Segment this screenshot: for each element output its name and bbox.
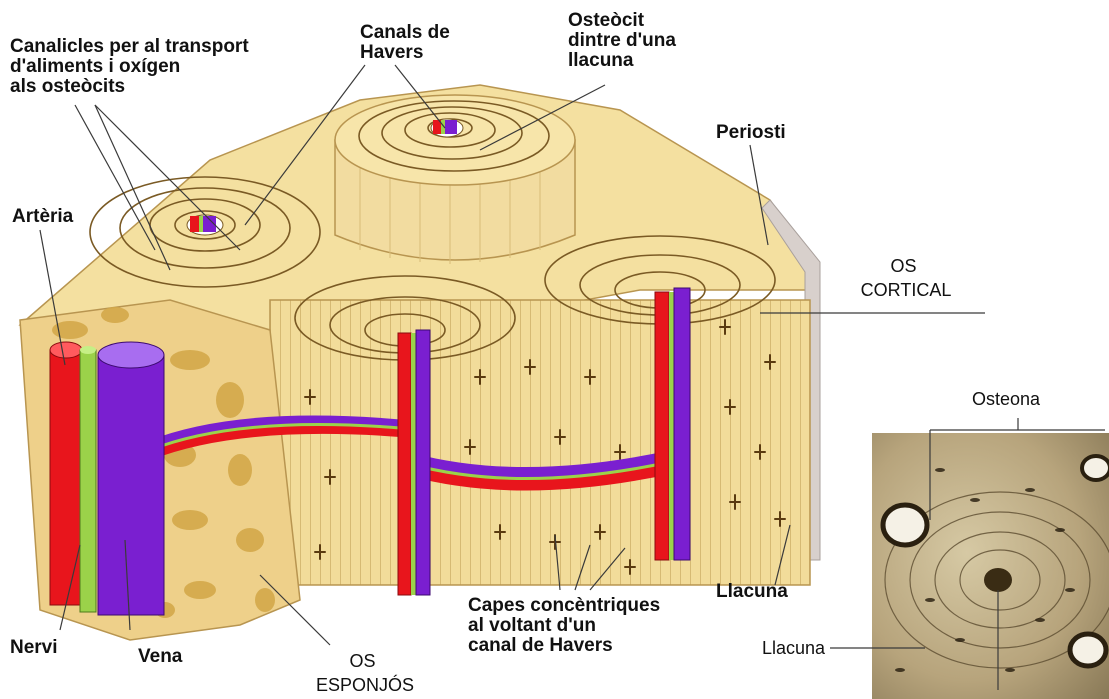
havers-canal-left	[187, 215, 223, 235]
label-vena: Vena	[138, 646, 183, 667]
vein-main	[98, 355, 164, 615]
label-canalicles: Canalicles per al transport d'aliments i…	[10, 36, 254, 97]
label-os-cortical: OS CORTICAL	[861, 256, 952, 300]
label-canals-havers: Canals de Havers	[360, 22, 455, 63]
label-llacuna-right: Llacuna	[716, 581, 788, 602]
label-periosti: Periosti	[716, 122, 786, 143]
nerve-main	[80, 350, 96, 612]
label-arteria: Artèria	[12, 206, 74, 227]
micrograph-photo	[872, 433, 1109, 699]
label-osteona: Osteona	[972, 389, 1041, 409]
cortical-front-face	[270, 300, 810, 585]
label-os-esponjos: OS ESPONJÓS	[316, 651, 414, 695]
havers-canal-top	[431, 119, 463, 137]
label-osteocit: Osteòcit dintre d'una llacuna	[568, 10, 681, 71]
label-nervi: Nervi	[10, 637, 58, 658]
label-capes: Capes concèntriques al voltant d'un cana…	[468, 595, 665, 656]
label-llacuna-photo: Llacuna	[762, 638, 826, 658]
artery-main	[50, 350, 82, 605]
